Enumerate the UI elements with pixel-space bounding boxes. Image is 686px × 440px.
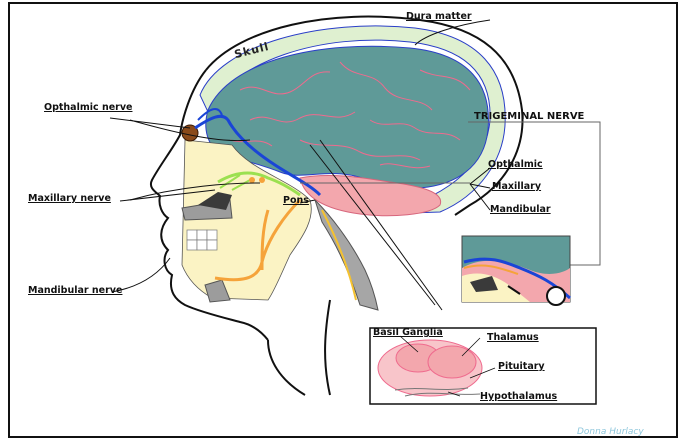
neck-outline	[268, 340, 305, 395]
label-thalamus: Thalamus	[487, 333, 539, 343]
label-opthalmic: Opthalmic	[488, 160, 543, 170]
label-maxillary: Maxillary	[492, 182, 541, 192]
label-maxillary-nerve: Maxillary nerve	[28, 194, 111, 204]
label-pons: Pons	[283, 196, 309, 206]
label-mandibular-nerve: Mandibular nerve	[28, 286, 122, 296]
label-pituitary: Pituitary	[498, 362, 545, 372]
author-credit: Donna Hurlacy	[577, 427, 644, 437]
label-trigeminal-nerve: TRIGEMINAL NERVE	[474, 112, 584, 122]
label-opthalmic-nerve: Opthalmic nerve	[44, 103, 132, 113]
leader-opthalmic-nerve	[110, 118, 190, 128]
label-mandibular: Mandibular	[490, 205, 551, 215]
label-dura-matter: Dura matter	[406, 12, 472, 22]
trigeminal-inset	[462, 236, 570, 305]
teeth-grid	[187, 230, 217, 250]
label-basil-ganglia: Basil Ganglia	[373, 328, 443, 338]
label-hypothalamus: Hypothalamus	[480, 392, 557, 402]
neck-back	[325, 300, 330, 395]
